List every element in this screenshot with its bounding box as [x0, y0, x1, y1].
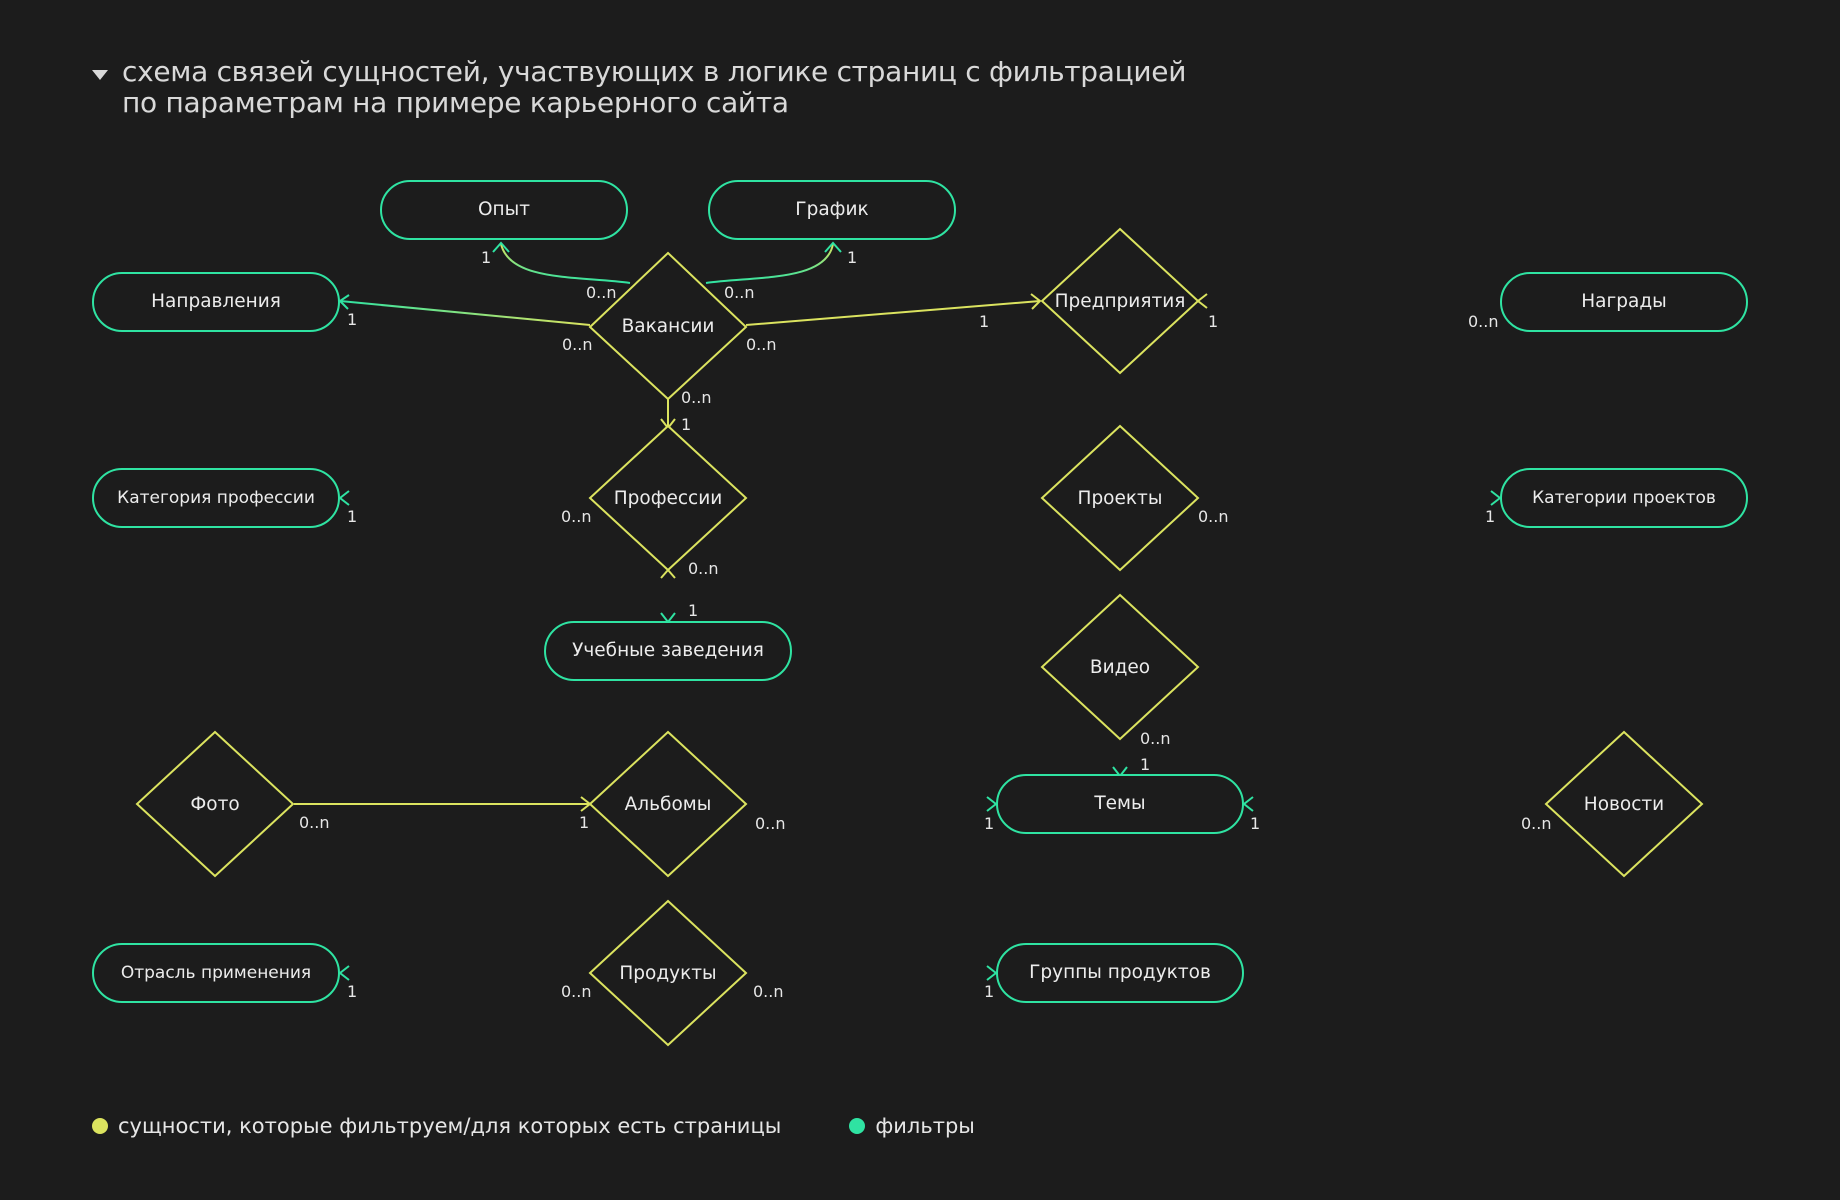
entity-node-foto	[135, 730, 295, 878]
filter-dot-icon	[849, 1118, 866, 1134]
card-temy-video-1: 1	[1140, 755, 1150, 774]
card-foto-many: 0..n	[299, 813, 330, 832]
label-kategorii-proektov: Категории проектов	[1532, 488, 1716, 508]
card-vak-pred-many: 0..n	[746, 335, 777, 354]
label-uchebnye: Учебные заведения	[572, 640, 764, 661]
card-vak-opyt-many: 0..n	[586, 283, 617, 302]
link-vakansii-predpriyatiya	[745, 300, 1041, 326]
card-temy-nov-1: 1	[1250, 814, 1260, 833]
label-professii: Профессии	[614, 488, 723, 509]
filter-node-opyt	[380, 180, 628, 240]
label-otrasl: Отрасль применения	[121, 963, 311, 983]
arrow-head	[1030, 293, 1042, 310]
legend: сущности, которые фильтруем/для которых …	[92, 1114, 1043, 1138]
card-grafik-1: 1	[847, 248, 857, 267]
entity-node-professii	[588, 424, 748, 572]
entity-node-video	[1040, 593, 1200, 741]
label-proekty: Проекты	[1078, 488, 1163, 509]
entity-node-produkty	[588, 899, 748, 1047]
label-novosti: Новости	[1584, 794, 1664, 815]
card-temy-alb-1: 1	[984, 814, 994, 833]
diagram-title: схема связей сущностей, участвующих в ло…	[92, 56, 1186, 118]
label-gruppy: Группы продуктов	[1029, 962, 1211, 983]
filter-node-kategoriya-professii	[92, 468, 340, 528]
card-vak-grafik-many: 0..n	[724, 283, 755, 302]
card-pred-nagr-1: 1	[1208, 312, 1218, 331]
card-otrasl-1: 1	[347, 982, 357, 1001]
card-pred-1: 1	[979, 312, 989, 331]
card-gruppy-1: 1	[984, 982, 994, 1001]
filter-node-kategorii-proektov	[1500, 468, 1748, 528]
label-temy: Темы	[1093, 793, 1145, 814]
filter-node-nagrady	[1500, 272, 1748, 332]
link-vakansii-opyt	[500, 243, 631, 284]
label-produkty: Продукты	[619, 963, 716, 984]
label-grafik: График	[795, 199, 868, 220]
legend-filters: фильтры	[849, 1114, 975, 1138]
card-vak-napr-many: 0..n	[562, 335, 593, 354]
card-kat-1: 1	[347, 507, 357, 526]
card-vak-prof-many: 0..n	[681, 388, 712, 407]
legend-entities: сущности, которые фильтруем/для которых …	[92, 1114, 781, 1138]
link-vakansii-napravleniya	[339, 300, 591, 326]
card-prod-gr-many: 0..n	[753, 982, 784, 1001]
label-kategoriya-professii: Категория профессии	[117, 488, 315, 508]
card-nagr-many: 0..n	[1468, 312, 1499, 331]
card-albomy-1: 1	[579, 813, 589, 832]
card-katpr-1: 1	[1485, 507, 1495, 526]
card-prof-kat-many: 0..n	[561, 507, 592, 526]
legend-entities-label: сущности, которые фильтруем/для которых …	[118, 1114, 782, 1138]
filter-node-grafik	[708, 180, 956, 240]
entity-dot-icon	[92, 1118, 108, 1134]
card-proekty-many: 0..n	[1198, 507, 1229, 526]
title-line-1: схема связей сущностей, участвующих в ло…	[122, 55, 1187, 88]
label-opyt: Опыт	[478, 199, 530, 220]
label-foto: Фото	[190, 794, 239, 815]
arrow-head	[492, 241, 510, 253]
card-video-many: 0..n	[1140, 729, 1171, 748]
entity-node-albomy	[588, 730, 748, 878]
card-novosti-many: 0..n	[1521, 814, 1552, 833]
entity-node-predpriyatiya	[1040, 227, 1200, 375]
card-opyt-1: 1	[481, 248, 491, 267]
filter-node-temy	[996, 774, 1244, 834]
entity-node-vakansii	[588, 251, 748, 401]
filter-node-napravleniya	[92, 272, 340, 332]
filter-node-gruppy	[996, 943, 1244, 1003]
card-prof-1: 1	[681, 415, 691, 434]
title-line-2: по параметрам на примере карьерного сайт…	[122, 86, 789, 119]
arrow-head	[824, 241, 842, 253]
arrow-head	[338, 294, 350, 310]
label-vakansii: Вакансии	[622, 316, 715, 337]
card-uch-1: 1	[688, 601, 698, 620]
entity-node-novosti	[1544, 730, 1704, 878]
label-predpriyatiya: Предприятия	[1055, 291, 1186, 312]
card-prof-uch-many: 0..n	[688, 559, 719, 578]
label-albomy: Альбомы	[625, 794, 712, 815]
card-prod-otr-many: 0..n	[561, 982, 592, 1001]
filter-node-uchebnye	[544, 621, 792, 681]
legend-filters-label: фильтры	[875, 1114, 975, 1138]
label-nagrady: Награды	[1581, 291, 1666, 312]
link-vakansii-grafik	[705, 243, 834, 284]
label-napravleniya: Направления	[151, 291, 281, 312]
entity-node-proekty	[1040, 424, 1200, 572]
card-napr-1: 1	[347, 310, 357, 329]
label-video: Видео	[1090, 657, 1150, 678]
collapse-triangle-icon[interactable]	[92, 70, 108, 80]
card-albomy-many: 0..n	[755, 814, 786, 833]
filter-node-otrasl	[92, 943, 340, 1003]
